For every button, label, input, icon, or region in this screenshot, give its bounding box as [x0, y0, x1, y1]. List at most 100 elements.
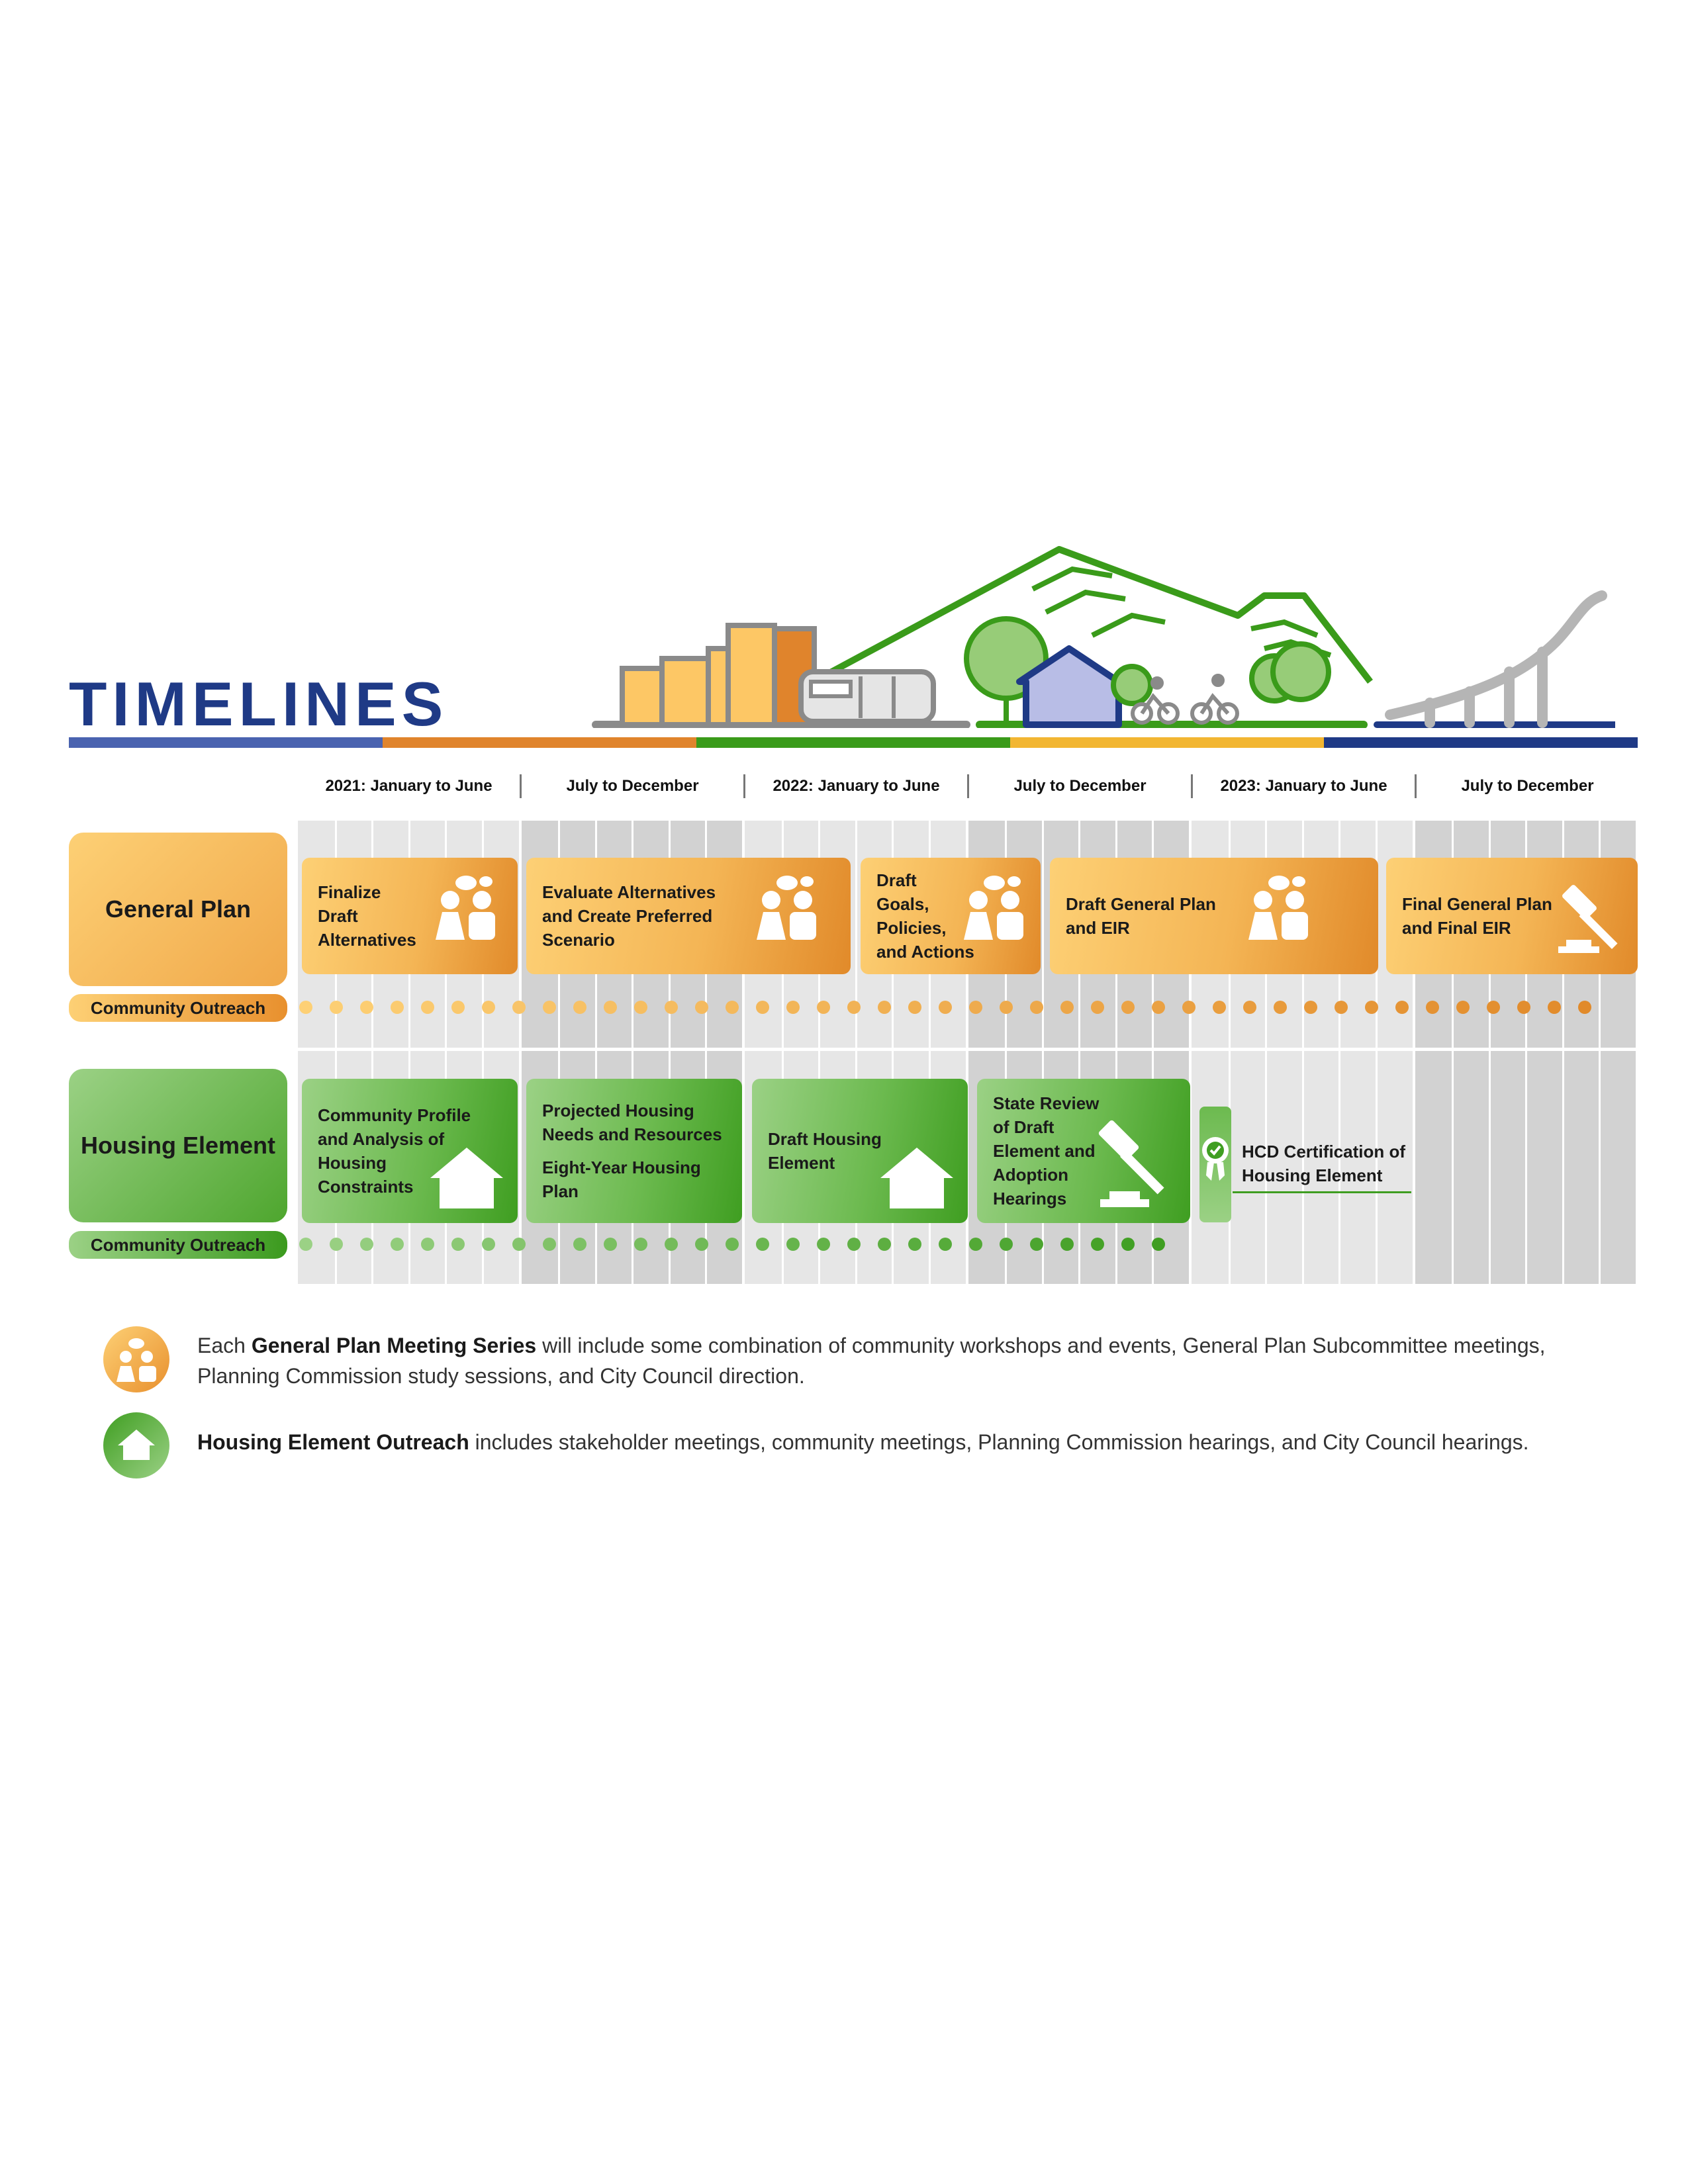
task-spacer — [542, 1146, 722, 1156]
outreach-dot — [756, 1238, 769, 1251]
grid-subline — [1005, 821, 1008, 1284]
outreach-dot — [1121, 1238, 1135, 1251]
color-bar-segment — [1324, 737, 1638, 748]
color-bar-segment — [69, 737, 383, 748]
task-line: Evaluate Alternatives — [542, 882, 716, 902]
outreach-dot — [391, 1001, 404, 1014]
outreach-dot — [1121, 1001, 1135, 1014]
grid-subline — [668, 821, 671, 1284]
outreach-dot — [726, 1001, 739, 1014]
outreach-dot — [512, 1238, 526, 1251]
outreach-dot — [1060, 1001, 1074, 1014]
outreach-dot — [847, 1001, 861, 1014]
legend-rest: will include some combination of communi… — [536, 1334, 1546, 1357]
task-line: Constraints — [318, 1177, 414, 1197]
outreach-dot — [878, 1238, 891, 1251]
outreach-dot — [969, 1238, 982, 1251]
people-icon — [964, 876, 1023, 940]
legend-item-general-plan: Each General Plan Meeting Series will in… — [102, 1325, 1638, 1398]
housing-element-outreach-label: Community Outreach — [69, 1231, 287, 1259]
grid-subline — [1525, 821, 1528, 1284]
outreach-dot — [939, 1238, 952, 1251]
outreach-dot — [1274, 1001, 1287, 1014]
general-plan-outreach-label: Community Outreach — [69, 994, 287, 1022]
outreach-dot — [330, 1238, 343, 1251]
grid-subline — [371, 821, 374, 1284]
outreach-dot — [482, 1238, 495, 1251]
outreach-dot — [634, 1001, 647, 1014]
outreach-dot — [665, 1001, 678, 1014]
outreach-dot — [878, 1001, 891, 1014]
outreach-dot — [543, 1001, 556, 1014]
outreach-dot — [1091, 1238, 1104, 1251]
task-text: Finalize Draft Alternatives — [318, 880, 416, 952]
mountain-outline — [799, 546, 1373, 692]
outreach-dot — [299, 1001, 312, 1014]
grid-subline — [1562, 821, 1564, 1284]
gavel-icon — [1098, 1120, 1164, 1207]
period-label: 2022: January to June — [745, 774, 969, 798]
grid-subline — [558, 821, 561, 1284]
grid-subline — [1265, 821, 1268, 1284]
outreach-dot — [543, 1238, 556, 1251]
buildings-icon — [620, 623, 817, 727]
outreach-dot — [1487, 1001, 1500, 1014]
task-line: Scenario — [542, 930, 615, 950]
outreach-dot — [939, 1001, 952, 1014]
outreach-dot — [695, 1238, 708, 1251]
outreach-dot — [573, 1238, 586, 1251]
color-bar — [69, 737, 1638, 748]
task-line: Community Profile — [318, 1105, 471, 1125]
house-icon — [430, 1148, 503, 1208]
outreach-dot — [817, 1238, 830, 1251]
outreach-dot — [1243, 1001, 1256, 1014]
outreach-dot — [451, 1001, 465, 1014]
outreach-dot — [756, 1001, 769, 1014]
legend-text: Each General Plan Meeting Series will in… — [197, 1330, 1546, 1391]
grid-subline — [1228, 821, 1231, 1284]
task-line: Housing Element — [1242, 1165, 1383, 1185]
outreach-dot — [330, 1001, 343, 1014]
task-line: Draft Housing — [768, 1129, 882, 1149]
people-icon — [1248, 876, 1308, 940]
grid-divider — [298, 1048, 1638, 1051]
task-line: Goals, — [876, 894, 929, 914]
outreach-dot — [847, 1238, 861, 1251]
grid-subline — [1452, 821, 1454, 1284]
outreach-dot — [1578, 1001, 1591, 1014]
grid-subline — [1599, 821, 1601, 1284]
hcd-underline — [1233, 1191, 1411, 1193]
outreach-dot — [1091, 1001, 1104, 1014]
grid-subline — [1338, 821, 1341, 1284]
outreach-dot — [1182, 1001, 1196, 1014]
legend-bold: General Plan Meeting Series — [251, 1334, 537, 1357]
city-landscape-illustration — [592, 546, 1615, 728]
outreach-dot — [512, 1001, 526, 1014]
grid-subline — [632, 821, 634, 1284]
color-bar-segment — [696, 737, 1010, 748]
legend-item-housing-element: Housing Element Outreach includes stakeh… — [102, 1411, 1638, 1484]
outreach-dot — [786, 1001, 800, 1014]
people-icon — [103, 1326, 169, 1392]
task-text: Evaluate Alternatives and Create Preferr… — [542, 880, 716, 952]
color-bar-segment — [1010, 737, 1324, 748]
grid-subline — [1152, 821, 1154, 1284]
grid-subline — [594, 821, 597, 1284]
task-line: and Analysis of — [318, 1129, 445, 1149]
grid-subline — [1115, 821, 1117, 1284]
task-line: Draft General Plan — [1066, 894, 1216, 914]
outreach-dot — [665, 1238, 678, 1251]
task-text: Projected Housing Needs and Resources Ei… — [542, 1099, 722, 1203]
he-task-projected-housing: Projected Housing Needs and Resources Ei… — [526, 1079, 742, 1223]
outreach-dot — [1030, 1001, 1043, 1014]
task-line: Policies, — [876, 918, 947, 938]
outreach-dot — [1335, 1001, 1348, 1014]
certificate-icon — [1202, 1137, 1229, 1181]
grid-subline — [1078, 821, 1081, 1284]
task-line: Housing — [318, 1153, 387, 1173]
task-text: State Review of Draft Element and Adopti… — [993, 1091, 1099, 1210]
outreach-dot — [421, 1238, 434, 1251]
task-line: and Actions — [876, 942, 974, 962]
task-line: Draft — [318, 906, 358, 926]
outreach-dot — [1000, 1238, 1013, 1251]
